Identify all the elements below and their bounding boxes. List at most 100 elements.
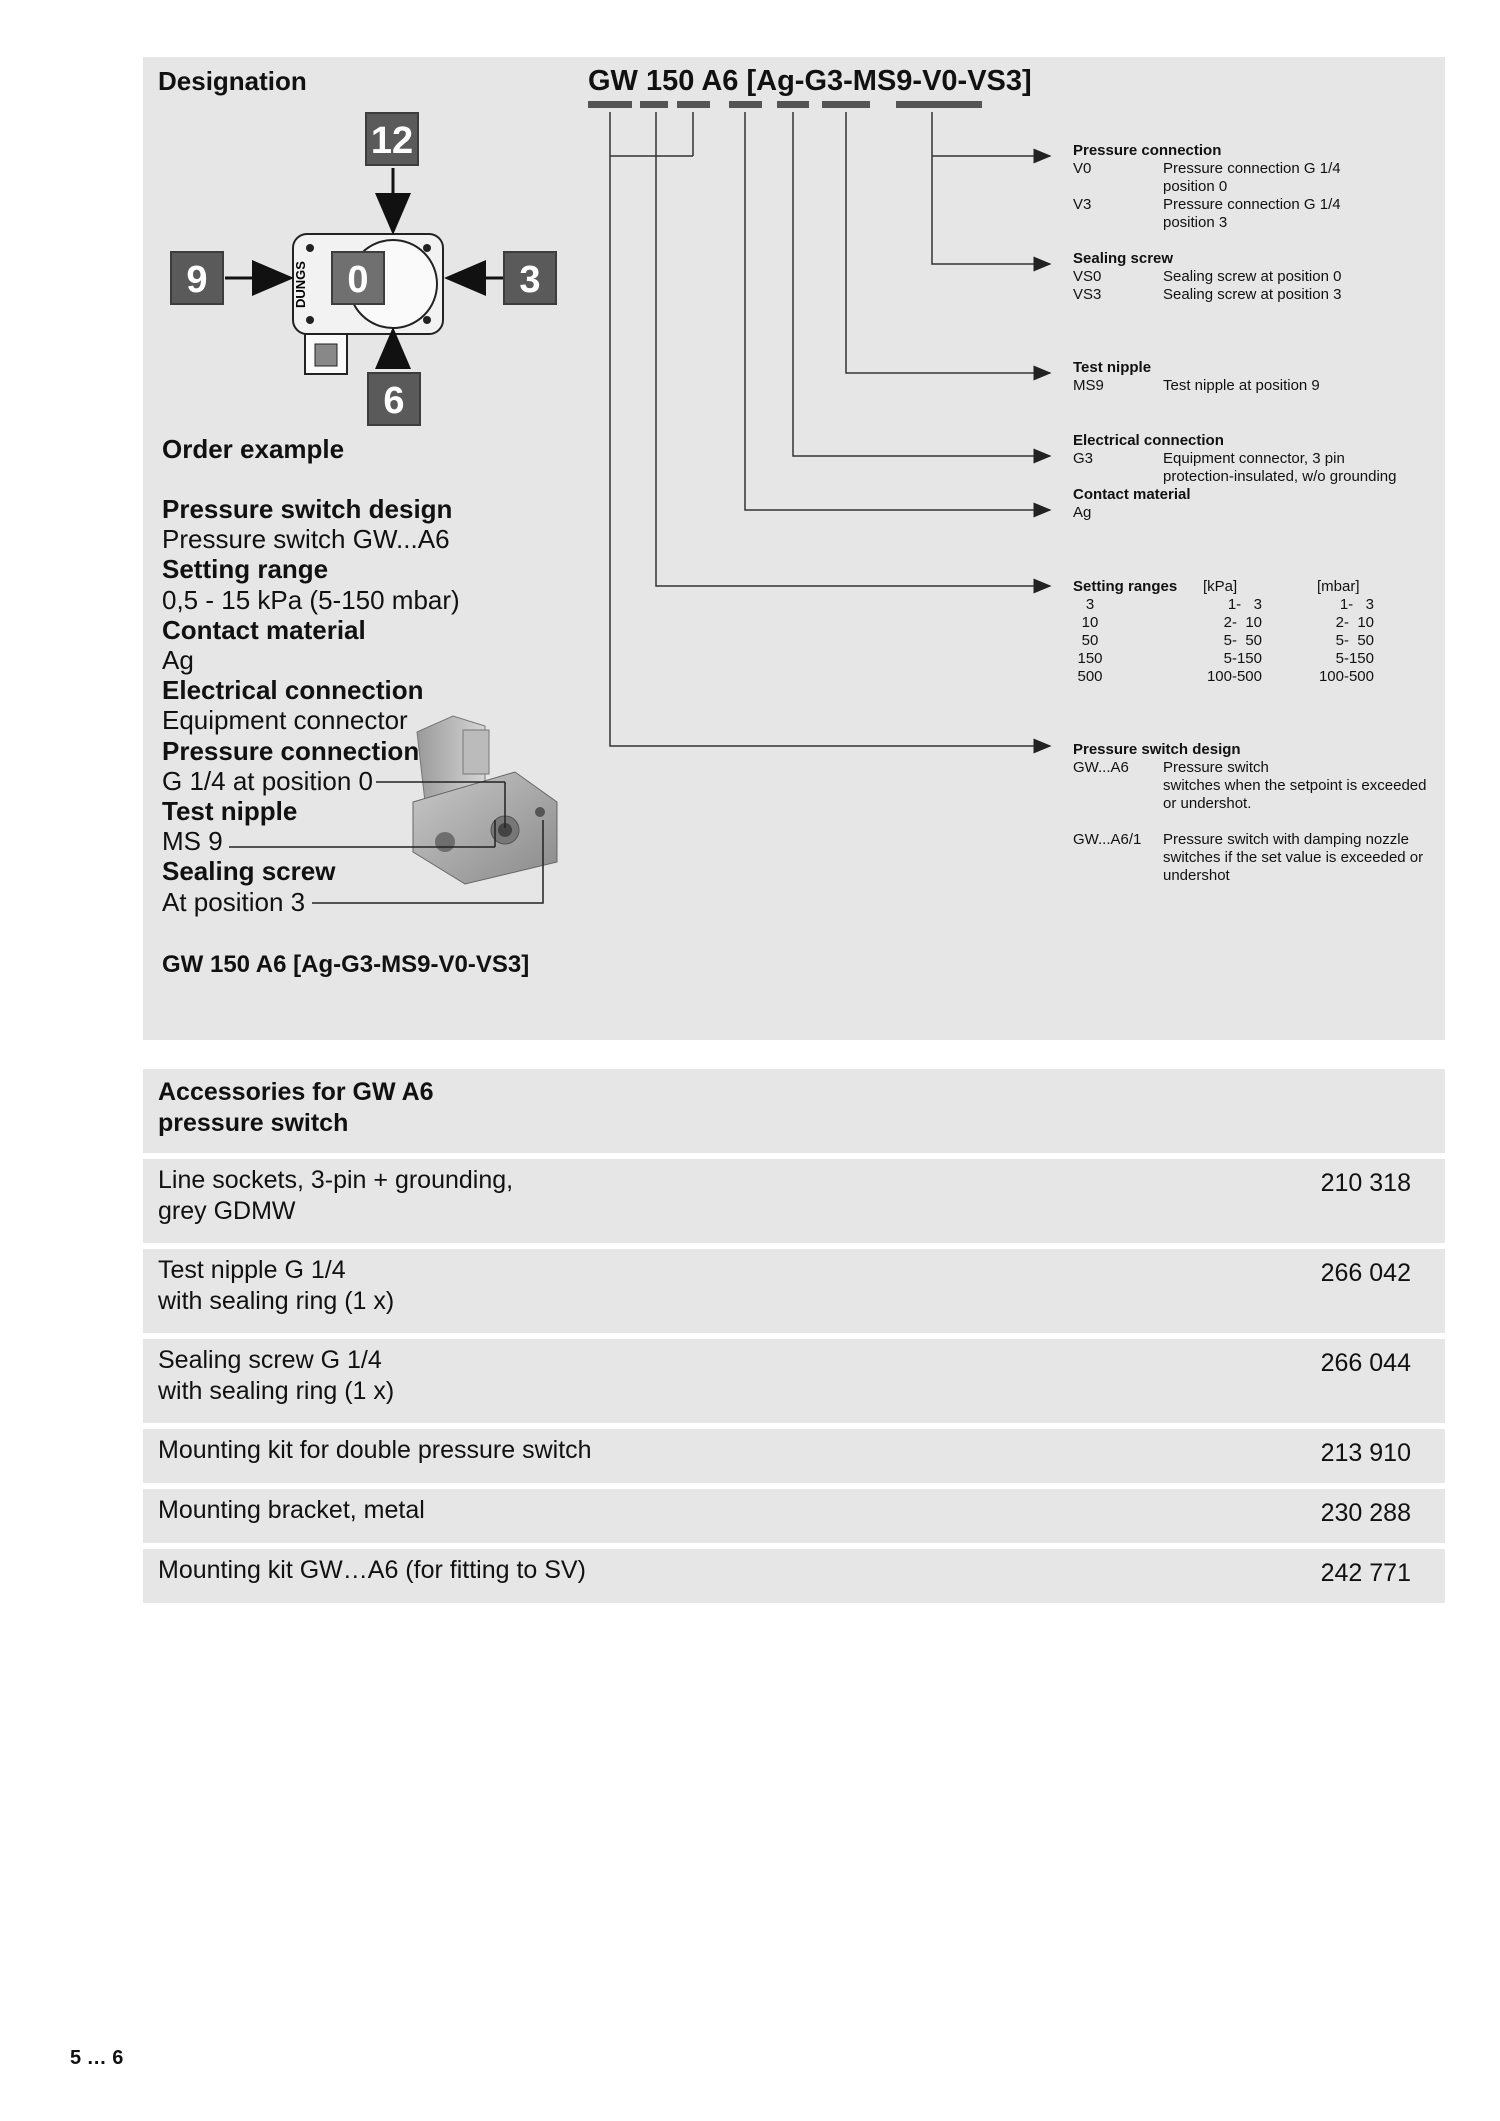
legend-contact-material-title: Contact material <box>1073 486 1191 503</box>
accessory-label: Line sockets, 3-pin + grounding, <box>158 1166 514 1194</box>
designation-leader-lines <box>609 112 1052 754</box>
range-code: 150 <box>1077 650 1103 667</box>
order-field-label: Contact material <box>162 614 366 645</box>
order-field-value: 0,5 - 15 kPa (5-150 mbar) <box>162 584 460 615</box>
accessory-order-number: 213 910 <box>1320 1439 1411 1467</box>
range-code: 10 <box>1081 614 1099 631</box>
legend-desc: position 0 <box>1163 178 1228 195</box>
legend-desc: undershot <box>1163 867 1230 884</box>
page-number: 5 … 6 <box>70 2047 124 2069</box>
range-code: 3 <box>1085 596 1095 613</box>
range-mbar: 5-150 <box>1335 650 1374 667</box>
range-kpa: 2- 10 <box>1223 614 1262 631</box>
range-mbar: 5- 50 <box>1335 632 1374 649</box>
accessory-order-number: 210 318 <box>1320 1169 1411 1197</box>
legend-code: V0 <box>1073 160 1092 177</box>
order-field-value: G 1/4 at position 0 <box>162 765 374 796</box>
accessory-label: Mounting bracket, metal <box>158 1496 425 1524</box>
legend-desc: Pressure connection G 1/4 <box>1163 160 1341 177</box>
legend-desc: Sealing screw at position 3 <box>1163 286 1342 303</box>
code-segment-contact <box>729 101 762 108</box>
order-pointer-lines <box>229 781 544 904</box>
accessory-label: Sealing screw G 1/4 <box>158 1346 382 1374</box>
order-field-value: Ag <box>162 645 194 675</box>
order-field-value: Pressure switch GW...A6 <box>162 524 450 555</box>
order-field-label: Test nipple <box>162 796 298 826</box>
range-code: 500 <box>1077 668 1103 685</box>
range-kpa: 1- 3 <box>1227 596 1262 613</box>
accessory-order-number: 266 044 <box>1320 1349 1411 1377</box>
accessory-order-number: 230 288 <box>1320 1499 1411 1527</box>
accessory-row: Mounting kit for double pressure switch 2… <box>143 1429 1445 1483</box>
legend-setting-ranges-title: Setting ranges <box>1073 578 1178 595</box>
legend-pressure-connection-title: Pressure connection <box>1073 142 1222 159</box>
legend-code: G3 <box>1073 450 1094 467</box>
position-12-badge: 12 <box>365 112 419 166</box>
code-segment-type <box>677 101 710 108</box>
range-code: 50 <box>1081 632 1099 649</box>
position-diagram: DUNGS <box>225 168 505 375</box>
order-field-label: Sealing screw <box>162 856 336 887</box>
designation-heading: Designation <box>158 66 307 96</box>
position-0-badge: 0 <box>331 251 385 305</box>
accessory-order-number: 266 042 <box>1320 1259 1411 1287</box>
accessory-label: with sealing ring (1 x) <box>158 1287 395 1315</box>
legend-desc: Pressure connection G 1/4 <box>1163 196 1341 213</box>
code-segment-electrical <box>777 101 809 108</box>
range-kpa: 100-500 <box>1206 668 1262 685</box>
legend-code: MS9 <box>1073 377 1104 394</box>
legend-code: V3 <box>1073 196 1092 213</box>
accessory-row: Sealing screw G 1/4 with sealing ring (1 … <box>143 1339 1445 1423</box>
accessory-row: Line sockets, 3-pin + grounding, grey GDM… <box>143 1159 1445 1243</box>
legend-desc: switches when the setpoint is exceeded <box>1163 777 1427 794</box>
accessory-row: Mounting bracket, metal 230 288 <box>143 1489 1445 1543</box>
order-field-value: At position 3 <box>162 886 306 917</box>
legend-desc: Test nipple at position 9 <box>1163 377 1320 394</box>
position-6-badge: 6 <box>367 372 421 426</box>
legend-code: GW...A6/1 <box>1073 831 1142 848</box>
order-result-code: GW 150 A6 [Ag-G3-MS9-V0-VS3] <box>162 951 530 978</box>
order-field-label: Electrical connection <box>162 675 424 706</box>
legend-sealing-screw-title: Sealing screw <box>1073 250 1174 267</box>
legend-desc: switches if the set value is exceeded or <box>1163 849 1424 866</box>
legend-desc: protection-insulated, w/o grounding <box>1163 468 1397 485</box>
legend-test-nipple-title: Test nipple <box>1073 359 1152 376</box>
position-9-badge: 9 <box>170 251 224 305</box>
legend-code: VS3 <box>1073 286 1102 303</box>
designation-code: GW 150 A6 [Ag-G3-MS9-V0-VS3] <box>588 65 1032 97</box>
dungs-logo: DUNGS <box>293 261 308 308</box>
code-segment-range <box>640 101 668 108</box>
position-3-badge: 3 <box>503 251 557 305</box>
order-field-label: Pressure switch design <box>162 494 453 524</box>
order-field-label: Setting range <box>162 554 329 585</box>
range-mbar: 1- 3 <box>1339 596 1374 613</box>
legend-desc: Pressure switch with damping nozzle <box>1163 831 1409 848</box>
accessory-label: Mounting kit GW…A6 (for fitting to SV) <box>158 1556 586 1584</box>
legend-code: GW...A6 <box>1073 759 1129 776</box>
legend-pressure-switch-design-title: Pressure switch design <box>1073 741 1241 758</box>
order-field-value: MS 9 <box>162 826 223 857</box>
accessory-row: Test nipple G 1/4 with sealing ring (1 x)… <box>143 1249 1445 1333</box>
legend-desc: position 3 <box>1163 214 1228 231</box>
designation-panel <box>143 57 1445 1040</box>
order-example-heading: Order example <box>162 434 345 464</box>
order-field-label: Pressure connection <box>162 735 420 766</box>
legend-kpa-header: [kPa] <box>1203 578 1238 595</box>
accessory-label: Mounting kit for double pressure switch <box>158 1436 592 1464</box>
range-mbar: 100-500 <box>1318 668 1374 685</box>
accessory-label: Test nipple G 1/4 <box>158 1256 346 1284</box>
range-kpa: 5-150 <box>1223 650 1262 667</box>
accessories-heading-line-2: pressure switch <box>158 1109 349 1137</box>
accessories-heading-line-1: Accessories for GW A6 <box>158 1078 434 1106</box>
legend-desc: Pressure switch <box>1163 759 1269 776</box>
legend-code: VS0 <box>1073 268 1102 285</box>
code-segment-connection-screw <box>896 101 982 108</box>
legend-desc: or undershot. <box>1163 795 1252 812</box>
accessory-label: grey GDMW <box>158 1197 296 1225</box>
accessory-label: with sealing ring (1 x) <box>158 1377 395 1405</box>
range-kpa: 5- 50 <box>1223 632 1262 649</box>
accessory-row: Mounting kit GW…A6 (for fitting to SV)24… <box>143 1549 1445 1603</box>
accessories-header: Accessories for GW A6 pressure switch <box>143 1069 1445 1153</box>
legend-mbar-header: [mbar] <box>1317 578 1360 595</box>
legend-electrical-connection-title: Electrical connection <box>1073 432 1224 449</box>
